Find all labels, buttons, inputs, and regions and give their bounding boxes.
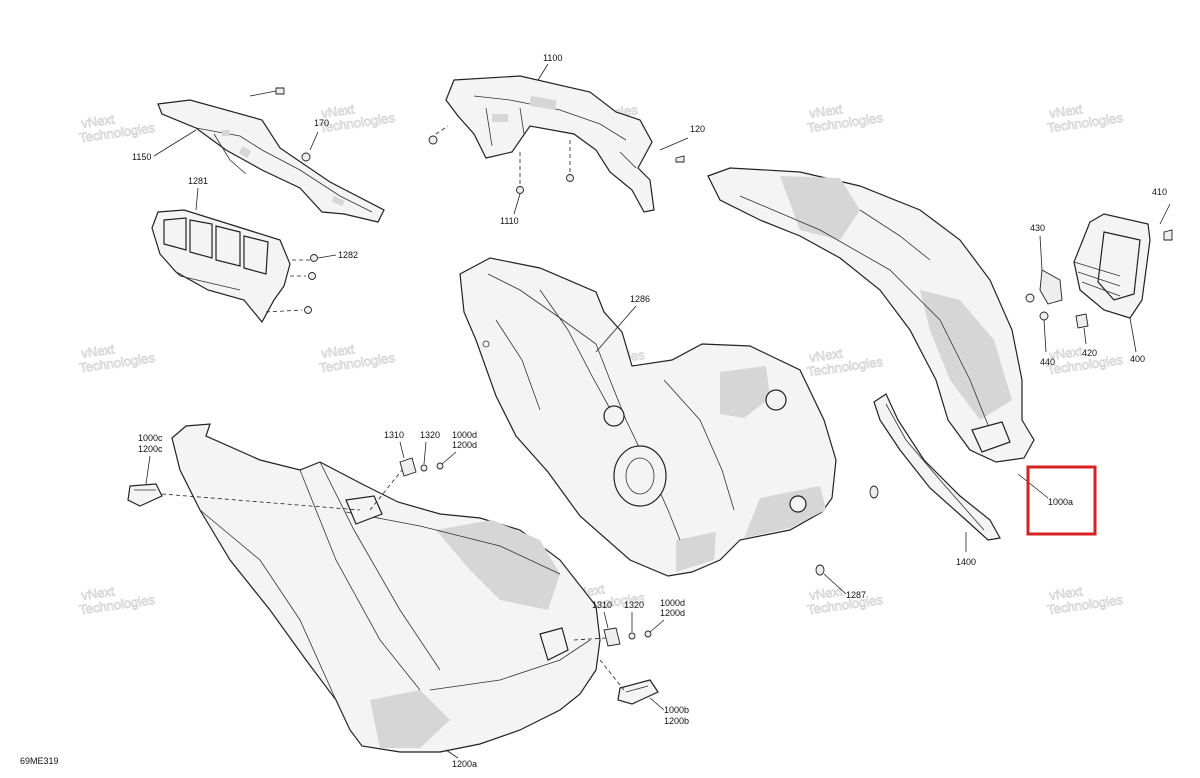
callout-120: 120 — [690, 124, 705, 134]
callout-1400: 1400 — [956, 557, 976, 567]
watermark: vNext Technologies — [806, 101, 885, 136]
part-1400-trim-strip[interactable] — [873, 393, 1001, 552]
svg-text:vNext: vNext — [80, 111, 115, 131]
callout-1310-top: 1310 — [384, 430, 404, 440]
svg-text:vNext: vNext — [1048, 343, 1083, 363]
callout-440: 440 — [1040, 357, 1055, 367]
vent-hardware — [1025, 203, 1173, 353]
callout-1287: 1287 — [846, 590, 866, 600]
watermark: vNext Technologies — [806, 345, 885, 380]
part-1200a-left-fairing[interactable] — [171, 423, 601, 753]
callout-1200b: 1200b — [664, 716, 689, 726]
screw-hardware — [265, 254, 318, 314]
callout-1200a: 1200a — [452, 759, 477, 769]
callout-labels: 1100 1150 170 120 1110 1281 1282 1286 41… — [20, 53, 1167, 769]
callout-420: 420 — [1082, 348, 1097, 358]
watermark: vNext Technologies — [78, 583, 157, 618]
svg-text:vNext: vNext — [80, 583, 115, 603]
callout-1200d-bottom: 1200d — [660, 608, 685, 618]
svg-text:vNext: vNext — [320, 341, 355, 361]
callout-1000c: 1000c — [138, 433, 163, 443]
watermark: vNext Technologies — [1046, 101, 1125, 136]
callout-170: 170 — [314, 118, 329, 128]
callout-1286: 1286 — [630, 294, 650, 304]
watermark: vNext Technologies — [78, 341, 157, 376]
callout-1200d-top: 1200d — [452, 440, 477, 450]
part-1281-grille[interactable] — [151, 209, 291, 324]
callout-1320-top: 1320 — [420, 430, 440, 440]
diagram-code: 69ME319 — [20, 756, 59, 766]
svg-text:vNext: vNext — [1048, 583, 1083, 603]
grommet-1287 — [815, 485, 879, 595]
callout-1000b: 1000b — [664, 705, 689, 715]
svg-text:vNext: vNext — [320, 101, 355, 121]
callout-1281: 1281 — [188, 176, 208, 186]
watermark: vNext Technologies — [318, 341, 397, 376]
highlight-box-1000a — [1026, 465, 1097, 536]
part-right-fairing-panel[interactable] — [707, 167, 1035, 463]
callout-1310-bottom: 1310 — [592, 600, 612, 610]
hardware-1310-1320-top — [369, 441, 444, 511]
part-1286-center-panel[interactable] — [459, 257, 837, 577]
watermark: vNext Technologies — [806, 583, 885, 618]
callout-430: 430 — [1030, 223, 1045, 233]
callout-1320-bottom: 1320 — [624, 600, 644, 610]
part-1000c-light[interactable] — [127, 483, 361, 511]
callout-1150: 1150 — [132, 152, 151, 162]
callout-400: 400 — [1130, 354, 1145, 364]
callout-410: 410 — [1152, 187, 1167, 197]
screw-hardware — [249, 87, 285, 97]
svg-text:vNext: vNext — [808, 101, 843, 121]
nut-170[interactable] — [301, 131, 319, 162]
part-400-vent-assembly[interactable] — [1073, 213, 1151, 353]
svg-text:vNext: vNext — [1048, 101, 1083, 121]
hardware-1310-1320-bottom — [573, 611, 652, 647]
watermark: vNext Technologies — [1046, 583, 1125, 618]
callout-1100: 1100 — [543, 53, 562, 63]
svg-text:vNext: vNext — [808, 583, 843, 603]
callout-1000d-top: 1000d — [452, 430, 477, 440]
callout-1110: 1110 — [500, 216, 519, 226]
callout-1282: 1282 — [338, 250, 358, 260]
part-1100-bracket[interactable] — [445, 75, 655, 213]
part-1150-bracket[interactable] — [157, 99, 385, 223]
watermark: vNext Technologies — [318, 101, 397, 136]
watermark: vNext Technologies — [78, 111, 157, 146]
svg-text:vNext: vNext — [80, 341, 115, 361]
screw-hardware — [428, 125, 689, 194]
part-1000b-light[interactable] — [599, 659, 659, 705]
svg-text:vNext: vNext — [808, 345, 843, 365]
callout-1200c: 1200c — [138, 444, 163, 454]
callout-1000d-bottom: 1000d — [660, 598, 685, 608]
callout-1000a: 1000a — [1048, 497, 1073, 507]
